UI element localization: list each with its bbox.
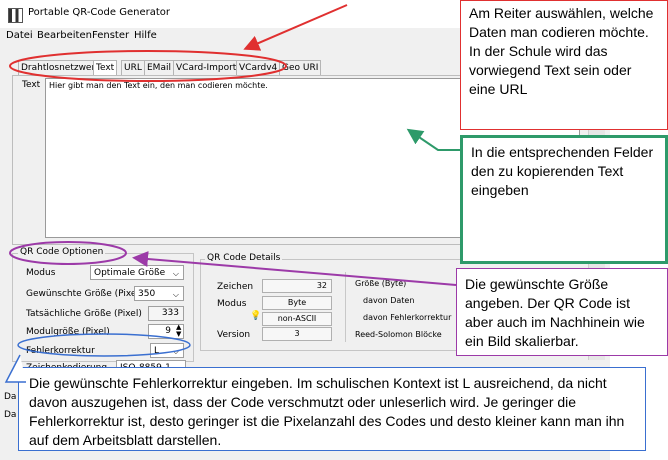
cut-label-1: Da	[4, 392, 17, 402]
options-highlight-ellipse	[9, 241, 127, 265]
error-correction-value: L	[154, 346, 160, 356]
window-title: Portable QR-Code Generator	[28, 7, 170, 18]
desired-size-value: 350	[138, 289, 156, 299]
menu-fenster[interactable]: Fenster	[92, 30, 130, 41]
module-size-label: Modulgröße (Pixel)	[26, 327, 110, 337]
size-arrow	[132, 251, 457, 286]
desired-size-select[interactable]: 350 ⌵	[134, 286, 184, 301]
chars-label: Zeichen	[217, 282, 254, 292]
qr-app-icon	[8, 8, 23, 23]
size-byte-label: Größe (Byte)	[355, 279, 407, 288]
options-group-title: QR Code Optionen	[18, 247, 106, 257]
actual-size-label: Tatsächliche Größe (Pixel)	[26, 309, 142, 319]
tab-geo-uri[interactable]: Geo URI	[279, 60, 322, 75]
detail-modus-label: Modus	[217, 299, 247, 309]
modus-label: Modus	[26, 268, 56, 278]
chevron-down-icon: ⌵	[172, 269, 179, 278]
spinner-arrows-icon[interactable]: ▲▼	[176, 323, 182, 338]
module-size-value: 9	[165, 326, 171, 336]
detail-modus-field: Byte	[262, 296, 332, 310]
version-label: Version	[217, 330, 251, 340]
menu-datei[interactable]: Datei	[6, 30, 33, 41]
ecc-pointer	[4, 354, 26, 383]
actual-size-field: 333	[148, 306, 184, 321]
tab-highlight-ellipse	[9, 50, 287, 82]
chars-field: 32	[262, 279, 332, 293]
menu-bearbeiten[interactable]: Bearbeiten	[37, 30, 92, 41]
lightbulb-icon: 💡	[250, 311, 262, 321]
text-label: Text	[22, 80, 41, 90]
modus-value: Optimale Größe	[94, 268, 166, 278]
field-arrow	[406, 128, 460, 151]
ecc-bytes-label: davon Fehlerkorrektur	[363, 313, 452, 322]
ecc-highlight-ellipse	[17, 333, 191, 357]
field-callout: In die entsprechenden Felder den zu kopi…	[460, 135, 668, 264]
menu-hilfe[interactable]: Hilfe	[134, 30, 157, 41]
error-correction-label: Fehlerkorrektur	[26, 346, 95, 356]
size-callout: Die gewünschte Größe angeben. Der QR Cod…	[456, 268, 668, 356]
version-field: 3	[262, 327, 332, 341]
ecc-callout: Die gewünschte Fehlerkorrektur eingeben.…	[18, 367, 646, 451]
chevron-down-icon: ⌵	[172, 290, 179, 299]
reed-solomon-label: Reed-Solomon Blöcke	[355, 330, 442, 339]
nonascii-field: non-ASCII	[262, 312, 332, 326]
desired-size-label: Gewünschte Größe (Pixel)	[26, 289, 143, 299]
tab-callout: Am Reiter auswählen, welche Daten man co…	[460, 0, 668, 130]
tab-text[interactable]: Text	[93, 60, 118, 75]
data-bytes-label: davon Daten	[363, 296, 415, 305]
cut-label-2: Da	[4, 410, 17, 420]
details-divider	[345, 272, 346, 342]
details-group-title: QR Code Details	[205, 253, 283, 263]
module-size-spinner[interactable]: 9	[148, 324, 184, 339]
tab-arrow	[243, 4, 348, 51]
